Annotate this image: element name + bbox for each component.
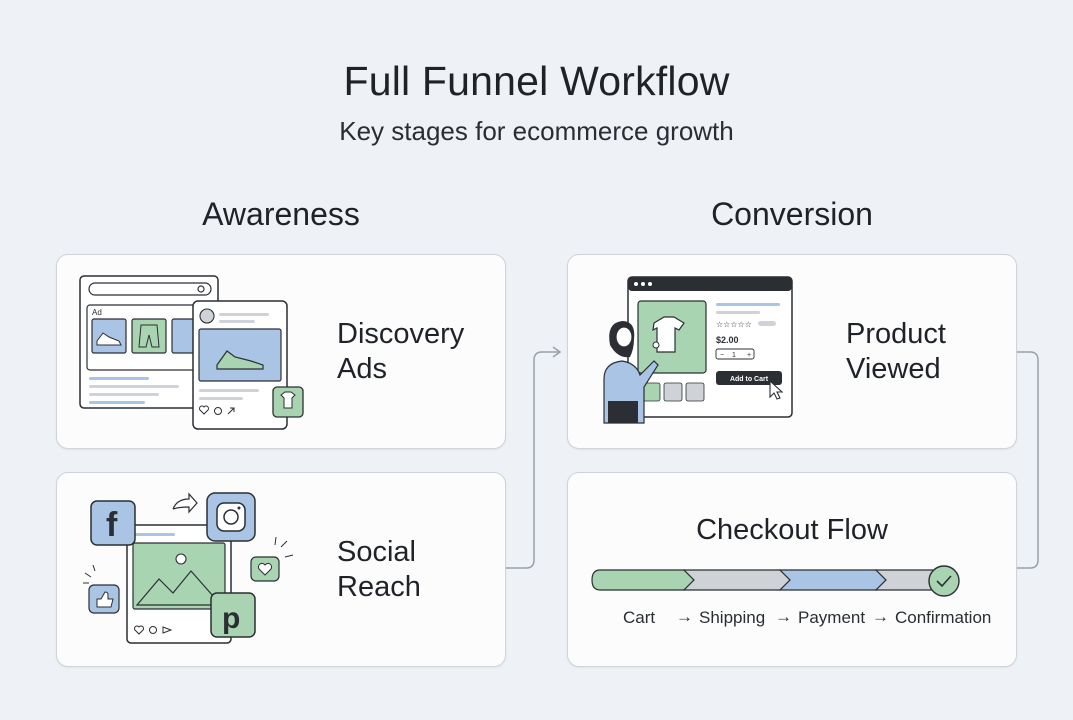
instagram-icon: [216, 502, 246, 532]
discovery-label-line1: Discovery: [337, 318, 465, 350]
social-reach-label: Social Reach: [337, 535, 421, 605]
product-viewed-illustration: ☆☆☆☆☆ $2.00 − 1 + Add to Cart: [603, 276, 793, 424]
rating-stars: ☆☆☆☆☆: [716, 320, 752, 329]
discovery-label-line2: Ads: [337, 353, 387, 385]
step-payment: Payment: [798, 608, 866, 627]
svg-text:−: −: [720, 352, 724, 359]
comment-icon: [149, 626, 157, 634]
social-label-line1: Social: [337, 536, 416, 568]
discovery-ads-label: Discovery Ads: [337, 317, 464, 387]
awareness-heading: Awareness: [202, 196, 360, 232]
heart-bubble-icon: [257, 562, 273, 576]
avatar-icon: [199, 308, 215, 324]
product-viewed-card[interactable]: ☆☆☆☆☆ $2.00 − 1 + Add to Cart Product: [567, 254, 1017, 449]
progress-segment-confirmation: [874, 569, 936, 591]
step-confirmation: Confirmation: [895, 608, 992, 627]
progress-segment-cart: [591, 569, 695, 591]
awareness-to-conversion-connector: [506, 351, 560, 569]
add-to-cart-label: Add to Cart: [730, 376, 769, 383]
step-shipping: Shipping: [699, 608, 766, 627]
page-title: Full Funnel Workflow: [343, 58, 730, 104]
step-arrow-icon: →: [872, 607, 889, 626]
product-to-checkout-connector: [1017, 351, 1039, 569]
shopper-figure: [603, 321, 660, 424]
add-to-cart-button: [716, 371, 782, 385]
landscape-mountains: [135, 570, 223, 606]
search-icon: [197, 285, 205, 293]
product-label-line1: Product: [846, 318, 946, 350]
heart-icon: [134, 625, 144, 635]
quantity-stepper: [715, 348, 755, 360]
share-icon: [227, 407, 235, 415]
discovery-ads-illustration: Ad: [79, 275, 304, 430]
step-arrow-icon: →: [775, 607, 792, 626]
sun-icon: [175, 553, 187, 565]
send-icon: [162, 626, 173, 634]
shoe-icon: [96, 332, 122, 346]
tshirt-icon: [652, 316, 685, 353]
progress-segment-shipping: [682, 569, 791, 591]
checkout-flow-card[interactable]: Checkout Flow Cart → Shipping → Payment …: [567, 472, 1017, 667]
pinterest-icon: p: [222, 602, 240, 635]
social-reach-illustration: f p: [83, 492, 294, 644]
quantity-value: 1: [732, 352, 736, 359]
thumbs-up-icon: [96, 591, 114, 608]
shorts-icon: [138, 324, 160, 348]
product-label-line2: Viewed: [846, 353, 941, 385]
product-price: $2.00: [716, 335, 739, 345]
checkout-flow-title: Checkout Flow: [696, 514, 888, 546]
cursor-icon: [769, 379, 784, 400]
product-viewed-label: Product Viewed: [846, 317, 946, 387]
social-reach-card[interactable]: f p Social Reach: [56, 472, 506, 667]
check-circle-icon: [928, 565, 960, 597]
comment-icon: [214, 407, 222, 415]
svg-text:+: +: [747, 352, 751, 359]
facebook-icon: f: [106, 506, 118, 544]
step-arrow-icon: →: [676, 607, 693, 626]
heart-icon: [199, 405, 209, 415]
page-subtitle: Key stages for ecommerce growth: [339, 116, 734, 146]
checkout-progress-bar: [591, 565, 960, 597]
tshirt-badge-icon: [280, 391, 296, 409]
social-label-line2: Reach: [337, 571, 421, 603]
connector-arrowhead: [552, 346, 562, 358]
progress-segment-payment: [778, 569, 887, 591]
ad-tag: Ad: [92, 308, 102, 317]
share-arrow-icon: [172, 492, 198, 514]
sneaker-icon: [216, 350, 264, 370]
conversion-heading: Conversion: [711, 196, 873, 232]
discovery-ads-card[interactable]: Ad Discovery: [56, 254, 506, 449]
step-cart: Cart: [623, 608, 656, 627]
